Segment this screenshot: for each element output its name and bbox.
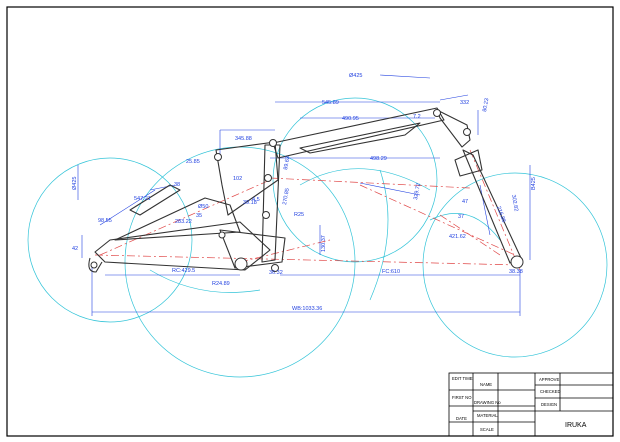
dim-mid-c: 4.5	[252, 197, 260, 203]
construction-geometry	[27, 97, 608, 378]
pivot-bb-small	[218, 231, 226, 239]
tb-design: DESIGN	[541, 402, 557, 407]
dim-mid-e: R25	[294, 212, 304, 218]
cyan-arc-3	[149, 269, 261, 293]
dim-left-top: 345.88	[235, 136, 252, 142]
top-tube-inner	[299, 122, 421, 154]
head-link	[436, 109, 471, 148]
dimension-texts: Ø425 545.89 490.95 7.2 498.29 345.88 25.…	[72, 73, 537, 312]
pivot-mid	[264, 174, 272, 182]
dim-top-len-1: 545.89	[322, 100, 339, 106]
dim-top-len-2: 490.95	[342, 116, 359, 122]
dim-right-f: B425	[531, 177, 537, 190]
dim-mid-f: 130.37	[321, 235, 327, 252]
dim-rear-f: 38	[174, 182, 180, 188]
tb-approve: APPROVE	[539, 377, 559, 382]
rear-hook-pivot	[90, 261, 98, 269]
front-axle	[510, 255, 524, 269]
dim-left-mid: 102	[233, 176, 242, 182]
dim-wheelbase: WB:1033.36	[292, 306, 322, 312]
dim-right-d: 47	[462, 199, 468, 205]
dim-bot-a: RC:429.5	[172, 268, 195, 274]
bb-link	[219, 229, 286, 269]
dimension-lines	[77, 74, 531, 316]
dim-dia-left: Ø425	[72, 177, 78, 190]
dim-dia-top: Ø425	[349, 73, 362, 79]
tb-checked: CHECKED	[540, 389, 560, 394]
dim-top-short: 7.2	[413, 114, 421, 120]
tb-project: IRUKA	[565, 422, 587, 429]
dim-rear-d: 35	[196, 213, 202, 219]
dim-right-j: 37	[458, 214, 464, 220]
dim-mid-b: 39.18	[243, 200, 257, 206]
fork-top	[454, 149, 483, 177]
dim-rear-c: 283.22	[175, 219, 192, 225]
rear-axle	[234, 257, 248, 271]
cyan-arc-2	[369, 169, 389, 301]
tb-edit-time: EDIT TIME	[452, 376, 473, 381]
left-link	[215, 141, 279, 216]
dim-right-e: 302.82	[510, 194, 519, 212]
dim-rear-b: 98.55	[98, 218, 112, 224]
swingarm	[94, 221, 271, 271]
pivot-head-low	[463, 128, 471, 136]
sheet-border	[6, 6, 614, 437]
tb-first-no: FIRST NO	[452, 395, 472, 400]
tb-drawing-no: DRAWING No	[474, 400, 501, 405]
dim-right-c: 329.72	[413, 183, 422, 201]
dim-right-g: 216.86	[495, 206, 506, 224]
dim-dia-small: Ø50	[198, 204, 208, 210]
swingarm-upper	[114, 197, 241, 241]
pivot-mid-low	[262, 211, 270, 219]
dim-left-side: 25.85	[186, 159, 200, 165]
dim-mid-a: 89.63	[283, 156, 291, 171]
pivot-left-top	[214, 153, 222, 161]
dim-right-b: 80.23	[482, 98, 490, 113]
dim-right-i: 38.38	[509, 269, 523, 275]
title-block-text: EDIT TIME FIRST NO DATE NAME DRAWING No …	[452, 376, 587, 432]
dim-bot-d: FC:610	[382, 269, 400, 275]
dim-bot-c: 36.32	[269, 270, 283, 276]
pivot-top-mid	[269, 139, 277, 147]
cyan-arc-1	[299, 168, 431, 191]
pivots	[90, 109, 524, 272]
dim-right-h: 421.62	[449, 234, 466, 240]
left-wheel-circle	[27, 157, 193, 323]
frame	[88, 107, 522, 273]
rear-tail	[129, 184, 181, 216]
dim-rear-e: 42	[72, 246, 78, 252]
pivot-head	[433, 109, 441, 117]
dim-right-a: 332	[460, 100, 469, 106]
tb-scale: SCALE	[480, 427, 494, 432]
cyan-arc-4	[429, 213, 501, 241]
tb-material: MATERIAL	[477, 413, 498, 418]
center-lines	[94, 149, 521, 271]
front-wheel-circle	[422, 172, 608, 358]
dim-mid-d: 270.85	[282, 188, 291, 206]
dim-rear-a: 547.21	[134, 196, 151, 202]
dim-top-len-3: 498.29	[370, 156, 387, 162]
rear-hook	[88, 257, 103, 273]
dim-bot-b: R24.89	[212, 281, 230, 287]
upper-wheel-circle	[272, 97, 438, 263]
pivot-low-right	[271, 264, 279, 272]
tb-name: NAME	[480, 382, 492, 387]
tb-date: DATE	[456, 416, 467, 421]
title-block	[448, 372, 614, 437]
